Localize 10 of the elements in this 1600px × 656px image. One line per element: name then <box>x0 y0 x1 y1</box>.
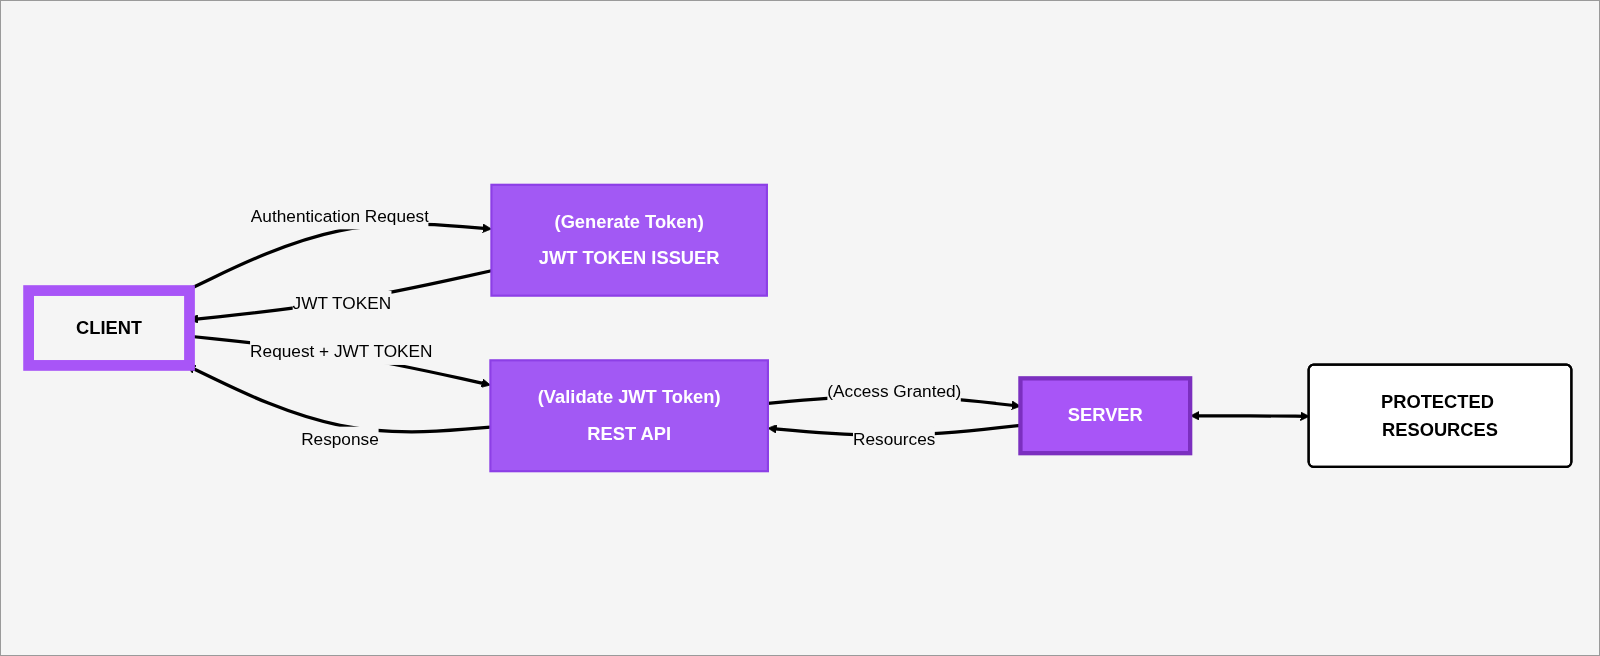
edge-label: Response <box>301 429 379 449</box>
node-box: (Validate JWT Token) REST API <box>489 359 769 473</box>
node-box: (Generate Token) JWT TOKEN ISSUER <box>490 183 768 297</box>
node-box: SERVER <box>1018 376 1193 456</box>
edge-label: Request + JWT TOKEN <box>250 342 433 361</box>
edge-label: JWT TOKEN <box>292 294 392 313</box>
node-box: CLIENT <box>23 285 195 371</box>
edge-label: Resources <box>852 429 936 449</box>
edge-label: (Access Granted) <box>827 382 962 401</box>
edge-label: Authentication Request <box>250 206 430 226</box>
